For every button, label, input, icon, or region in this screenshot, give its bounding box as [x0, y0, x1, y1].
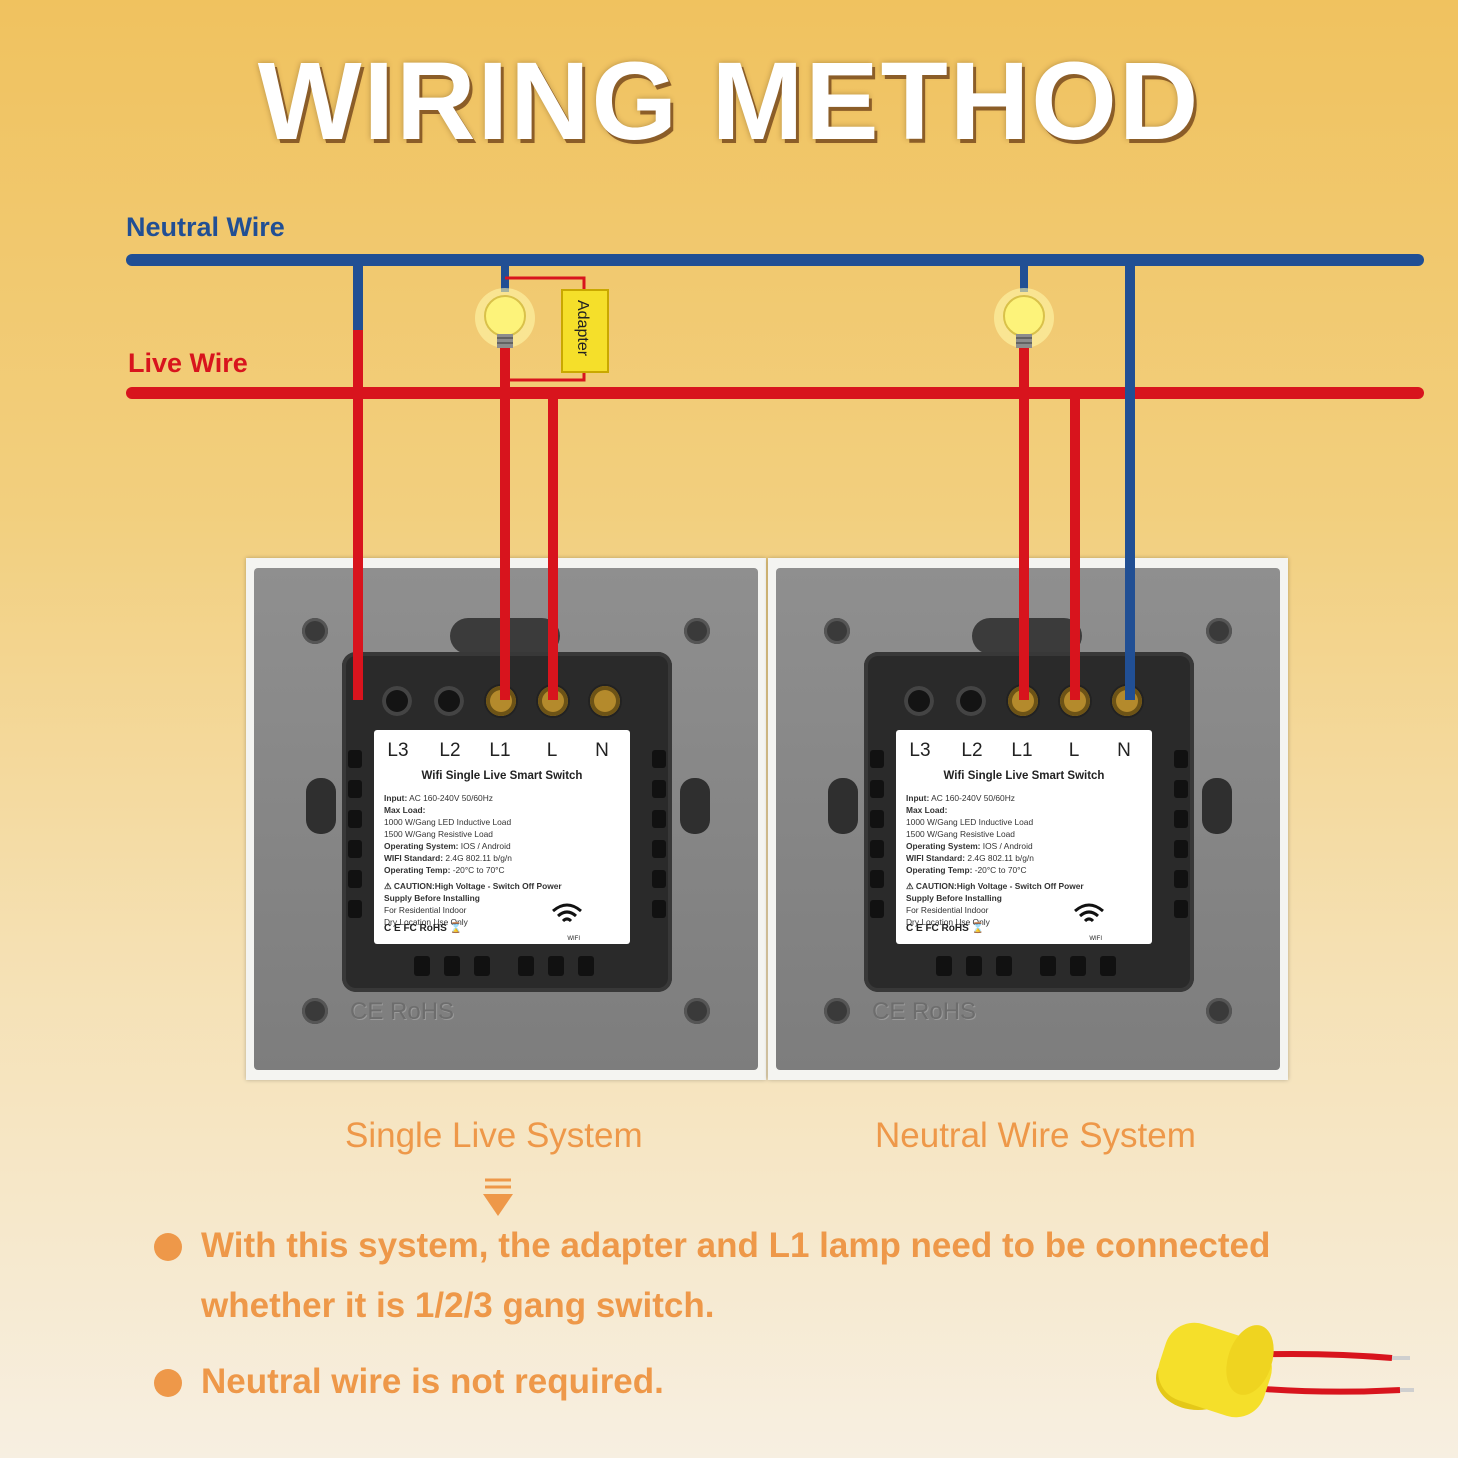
vent	[652, 810, 666, 828]
vent	[870, 780, 884, 798]
bullet-icon	[154, 1369, 182, 1397]
switch-module-right: L3 L2 L1 L N Wifi Single Live Smart Swit…	[864, 652, 1194, 992]
neutral-wire-system-label: Neutral Wire System	[875, 1116, 1196, 1155]
mount-slot	[306, 778, 336, 834]
terminal-name: L3	[909, 740, 931, 761]
terminal-name: L2	[439, 740, 461, 761]
screw-icon	[1206, 998, 1232, 1024]
note-1-line-1: With this system, the adapter and L1 lam…	[201, 1226, 1271, 1265]
cert-marks: C E FC RoHS ⌛	[384, 923, 463, 934]
vent	[348, 840, 362, 858]
terminal-name: L2	[961, 740, 983, 761]
terminal-l2	[956, 686, 986, 716]
vent	[1174, 840, 1188, 858]
cert-marks: C E FC RoHS ⌛	[906, 923, 985, 934]
vent	[548, 956, 564, 976]
spec-lines: Input: AC 160-240V 50/60Hz Max Load: 100…	[906, 793, 1084, 927]
vent	[444, 956, 460, 976]
terminal-name: L	[546, 740, 558, 761]
vent	[966, 956, 982, 976]
wifi-text: WIFI	[1089, 936, 1102, 942]
lamp-icon-right	[994, 288, 1054, 348]
vent	[348, 870, 362, 888]
note-1-line-2: whether it is 1/2/3 gang switch.	[201, 1286, 715, 1325]
vent	[652, 840, 666, 858]
vent	[870, 870, 884, 888]
vent	[870, 750, 884, 768]
screw-icon	[1206, 618, 1232, 644]
spec-label-right: L3 L2 L1 L N Wifi Single Live Smart Swit…	[896, 730, 1152, 944]
vent	[652, 870, 666, 888]
adapter-label: Adapter	[574, 300, 591, 357]
adapter-capacitor-icon	[1156, 1322, 1414, 1418]
mount-slot	[828, 778, 858, 834]
down-arrow-icon	[483, 1178, 513, 1216]
screw-icon	[684, 618, 710, 644]
vent	[1174, 780, 1188, 798]
wifi-icon	[552, 903, 582, 923]
terminal-names: L3 L2 L1 L N	[374, 740, 630, 764]
vent	[1040, 956, 1056, 976]
terminal-name: L	[1068, 740, 1080, 761]
vent	[414, 956, 430, 976]
vent	[578, 956, 594, 976]
mount-slot	[1202, 778, 1232, 834]
plate-ce-mark: CE RoHS	[350, 998, 455, 1025]
vent	[1174, 750, 1188, 768]
terminal-name: L1	[1011, 740, 1033, 761]
bullet-icon	[154, 1233, 182, 1261]
terminal-l3	[904, 686, 934, 716]
screw-icon	[824, 998, 850, 1024]
vent	[348, 780, 362, 798]
module-title: Wifi Single Live Smart Switch	[421, 770, 583, 782]
vent	[348, 900, 362, 918]
screw-icon	[824, 618, 850, 644]
screw-icon	[684, 998, 710, 1024]
lamp-icon-left	[475, 288, 535, 348]
switch-module-left: L3 L2 L1 L N Wifi Single Live Smart Swit…	[342, 652, 672, 992]
vent	[1070, 956, 1086, 976]
screw-icon	[302, 618, 328, 644]
vent	[870, 900, 884, 918]
neutral-wire-label: Neutral Wire	[126, 212, 285, 242]
terminal-name: N	[595, 740, 609, 761]
note-1: With this system, the adapter and L1 lam…	[201, 1216, 1351, 1336]
module-title: Wifi Single Live Smart Switch	[943, 770, 1105, 782]
terminal-l3	[382, 686, 412, 716]
adapter-body	[561, 289, 609, 373]
vent	[870, 840, 884, 858]
vent	[1174, 810, 1188, 828]
wifi-icon	[1074, 903, 1104, 923]
terminal-n	[590, 686, 620, 716]
plate-ce-mark: CE RoHS	[872, 998, 977, 1025]
spec-lines: Input: AC 160-240V 50/60Hz Max Load: 100…	[384, 793, 562, 927]
vent	[348, 750, 362, 768]
screw-icon	[302, 998, 328, 1024]
note-2: Neutral wire is not required.	[201, 1362, 664, 1401]
vent	[652, 900, 666, 918]
vent	[518, 956, 534, 976]
vent	[1174, 870, 1188, 888]
spec-label-left: L3 L2 L1 L N Wifi Single Live Smart Swit…	[374, 730, 630, 944]
vent	[1100, 956, 1116, 976]
vent	[996, 956, 1012, 976]
terminal-l2	[434, 686, 464, 716]
vent	[348, 810, 362, 828]
vent	[652, 780, 666, 798]
terminal-name: L1	[489, 740, 511, 761]
terminal-name: L3	[387, 740, 409, 761]
live-wire-label: Live Wire	[128, 348, 248, 378]
terminal-name: N	[1117, 740, 1131, 761]
vent	[652, 750, 666, 768]
vent	[870, 810, 884, 828]
page-title: WIRING METHOD	[257, 40, 1201, 163]
vent	[936, 956, 952, 976]
mount-slot	[680, 778, 710, 834]
vent	[474, 956, 490, 976]
terminal-names: L3 L2 L1 L N	[896, 740, 1152, 764]
vent	[1174, 900, 1188, 918]
single-live-system-label: Single Live System	[345, 1116, 643, 1155]
wifi-text: WIFI	[567, 936, 580, 942]
